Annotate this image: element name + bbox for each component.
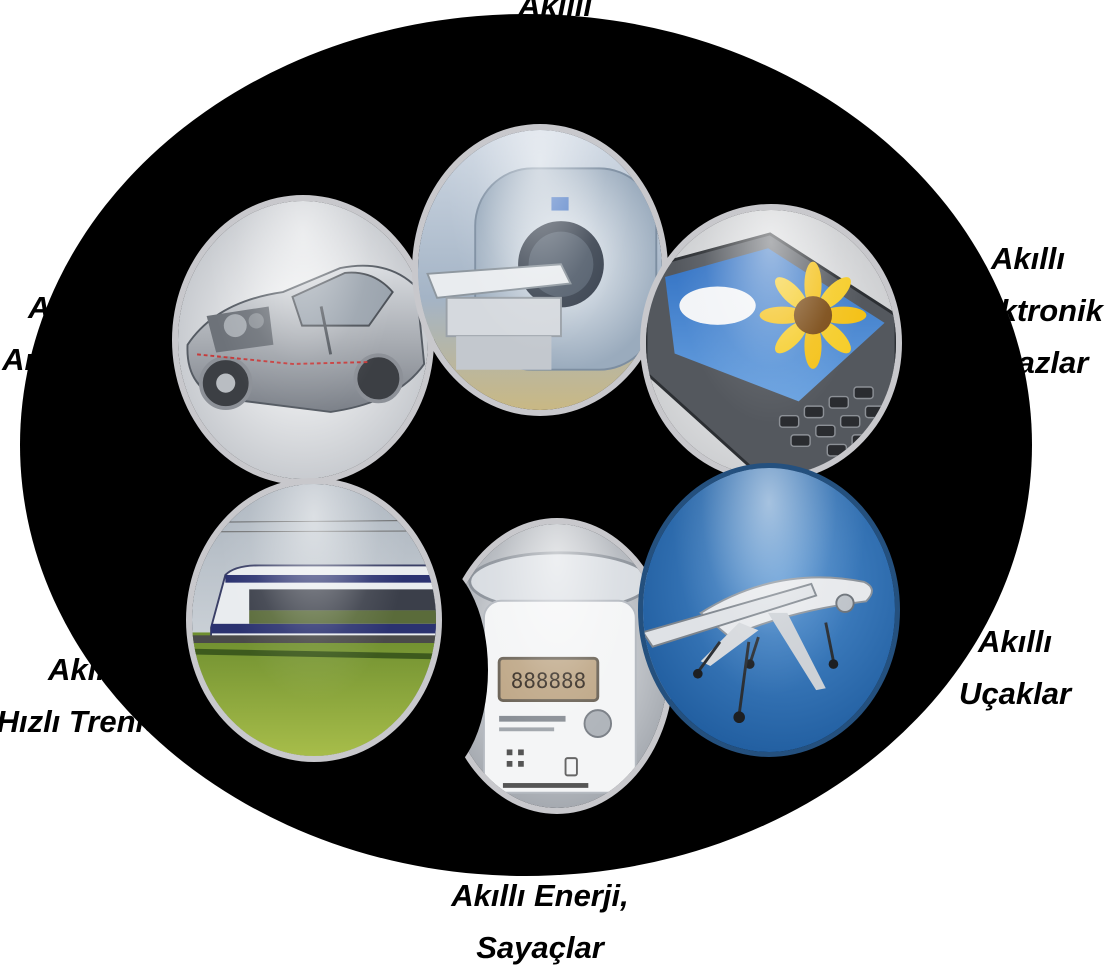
label-smart-electronics-line-1: Akıllı: [990, 241, 1066, 276]
label-smart-planes: Akıllı Uçaklar: [935, 616, 1095, 720]
label-smart-planes-line-1: Akıllı: [977, 624, 1053, 659]
handheld-device-picture: [646, 210, 896, 476]
label-smart-energy-line-1: Akıllı Enerji,: [451, 878, 629, 913]
label-smart-energy-line-2: Sayaçlar: [476, 930, 604, 965]
mri-bubble: [412, 124, 668, 416]
device-bubble: [640, 204, 902, 482]
label-smart-planes-line-2: Uçaklar: [958, 676, 1072, 711]
drone-aircraft-picture: [643, 468, 895, 752]
meter-display-digits: 888888: [511, 669, 586, 693]
label-smart-energy: Akıllı Enerji, Sayaçlar: [410, 870, 670, 971]
high-speed-train-picture: [192, 484, 436, 756]
mri-scanner-picture: [418, 130, 662, 410]
train-bubble: [186, 478, 442, 762]
drone-bubble: [638, 463, 900, 757]
car-cutaway-picture: [178, 201, 428, 479]
car-bubble: [172, 195, 434, 485]
